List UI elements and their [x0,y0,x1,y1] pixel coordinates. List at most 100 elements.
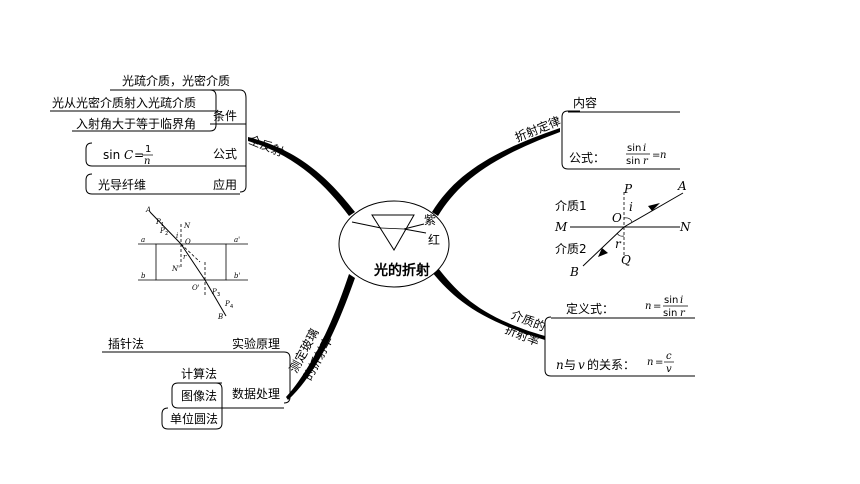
condition-item: 光从光密介质射入光疏介质 [52,95,196,110]
rel-num: c [666,351,672,362]
method-item: 图像法 [181,389,217,403]
rel-den: v [666,364,672,375]
center-title: 光的折射 [373,262,430,279]
label-A: A [145,206,151,214]
index-title: 介质的 折射率 [503,307,548,349]
label-b: b [141,272,146,280]
label-B: B [569,265,579,279]
law-eq: = [652,150,660,161]
label-P2: P [159,227,165,235]
medium2-label: 介质2 [555,242,587,256]
arrow-OB [598,248,608,257]
label-a: a [141,236,145,244]
red-ray [403,228,427,234]
label-r: r [615,237,622,251]
formula-group: sin C = 1 n 公式 [85,142,246,167]
data-label: 数据处理 [232,386,280,401]
label-i: i [629,200,633,214]
ray-AO [623,192,684,228]
glass-slab [155,243,227,281]
label-N: N [679,220,691,234]
label-B: B [217,313,223,321]
principle-label: 实验原理 [232,336,280,351]
method-item: 单位圆法 [170,411,218,426]
label-P4-sub: 4 [230,304,233,310]
law-rhs: n [660,150,666,161]
relation-v: v [578,358,585,372]
label-b-prime: b' [234,272,240,280]
branch-law [432,128,560,216]
application-label: 应用 [213,177,237,192]
def-den-var: r [680,308,686,319]
def-num-var: i [680,295,683,306]
label-N: N [183,222,191,230]
label-N-prime: N' [171,265,180,273]
def-num: sin [664,295,678,306]
method-item: 计算法 [181,366,217,381]
label-Q: Q [621,253,631,267]
formula-sin: sin [103,148,120,162]
relation-n: n [556,358,564,372]
emergent-ray [204,279,227,317]
branch-total-reflection [248,137,355,216]
label-O: O [612,211,622,225]
branch-index [432,268,545,340]
arrow-AO [648,203,660,211]
application-text: 光导纤维 [98,178,146,192]
label-P4: P [224,300,230,308]
prism-icon [371,214,415,251]
label-P2-sub: 2 [165,231,168,237]
law-den-var: r [643,156,649,167]
formula-label: 公式 [213,147,237,161]
red-label: 红 [428,232,440,247]
condition-item: 光疏介质，光密介质 [122,73,230,88]
label-P3: P [211,288,217,296]
label-A: A [677,179,687,193]
medium1-label: 介质1 [555,199,587,213]
formula-eq: = [134,148,144,162]
formula-den: n [144,156,150,167]
formula-var: C [124,148,133,162]
condition-label: 条件 [213,109,237,123]
label-P1: P [155,218,161,226]
law-num: sin [627,143,641,154]
label-O: O [185,238,191,246]
incident-ray [351,221,382,229]
measure-group: 插针法 实验原理 数据处理 计算法 图像法 单位圆法 [102,336,291,430]
rel-eq: = [655,357,663,368]
violet-ray [403,223,425,230]
formula-num: 1 [145,144,151,155]
label-r: r [183,253,187,261]
branch-measure [286,274,355,400]
label-P: P [623,182,633,196]
condition-item: 入射角大于等于临界角 [76,116,196,131]
conditions-group: 光疏介质，光密介质 光从光密介质射入光疏介质 入射角大于等于临界角 条件 [50,73,247,193]
label-O-prime: O' [192,284,200,292]
law-num-var: i [643,143,646,154]
law-content-label: 内容 [573,95,597,110]
label-M: M [554,220,568,234]
law-group: 内容 公式： sin i sin r = n [561,95,680,170]
definition-label: 定义式： [566,301,614,316]
incident-ray [149,211,182,245]
relation-mid: 与 [564,358,576,372]
rel-lhs: n [647,357,653,368]
inner-ray [380,227,405,230]
law-den: sin [626,156,640,167]
refraction-figure: 介质1 介质2 P A i O M N r Q B [554,179,691,279]
refracted-ray [180,243,206,281]
application-group: 光导纤维 应用 [85,173,240,195]
principle-text: 插针法 [108,336,144,351]
label-P1-sub: 1 [161,222,164,228]
total-reflection-title: 全反射 [247,132,286,159]
def-den: sin [663,308,677,319]
label-P3-sub: 3 [217,292,220,298]
index-group: 定义式： n = sin i sin r n 与 v 的关系： n = c v [544,295,695,377]
relation-tail: 的关系： [587,357,635,372]
label-a-prime: a' [234,236,240,244]
glass-slab-figure: A P 1 P 2 N i a a' O r N' b b' O' P 3 P … [138,206,248,321]
def-eq: = [653,301,661,312]
law-formula-label: 公式： [569,151,605,165]
def-lhs: n [645,301,651,312]
